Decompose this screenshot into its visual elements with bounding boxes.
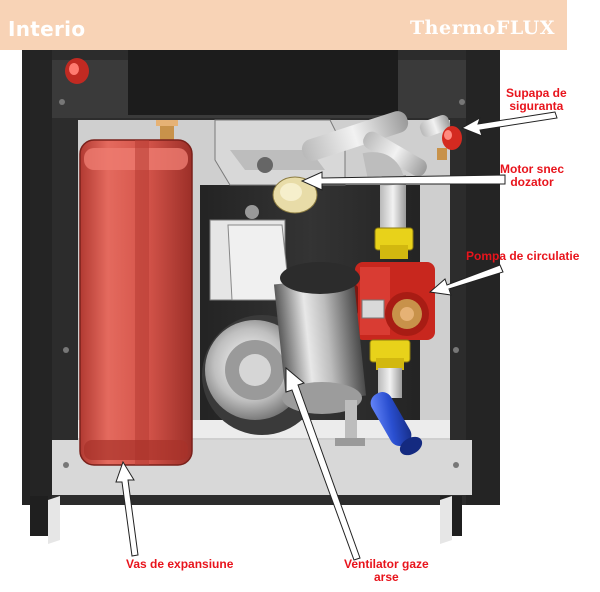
label-exhaust-fan: Ventilator gaze arse xyxy=(344,557,429,584)
title-banner: Interio ThermoFLUX xyxy=(0,0,567,50)
arrow-circulation-pump xyxy=(428,264,504,296)
label-auger-motor: Motor snec dozator xyxy=(500,162,565,189)
arrow-expansion-vessel xyxy=(115,460,139,557)
safety-valve xyxy=(363,115,462,177)
auger-motor-assembly xyxy=(214,111,409,214)
label-circulation-pump: Pompa de circulatie xyxy=(466,249,580,263)
brand-logo-text: ThermoFLUX xyxy=(410,17,555,39)
expansion-vessel xyxy=(79,139,193,466)
return-pipe-blue-valve xyxy=(370,368,423,456)
arrow-safety-valve xyxy=(460,111,558,137)
label-safety-valve: Supapa de siguranta xyxy=(506,86,567,113)
arrow-exhaust-fan xyxy=(285,366,361,561)
title-left: Interio xyxy=(8,17,86,41)
brass-fitting xyxy=(156,120,178,143)
top-left-red-cap xyxy=(65,58,89,84)
circulation-pump xyxy=(340,262,435,370)
pointer-arrows xyxy=(115,111,558,561)
label-expansion-vessel: Vas de expansiune xyxy=(126,557,234,571)
exhaust-fan xyxy=(202,205,367,446)
arrow-auger-motor xyxy=(300,171,506,191)
